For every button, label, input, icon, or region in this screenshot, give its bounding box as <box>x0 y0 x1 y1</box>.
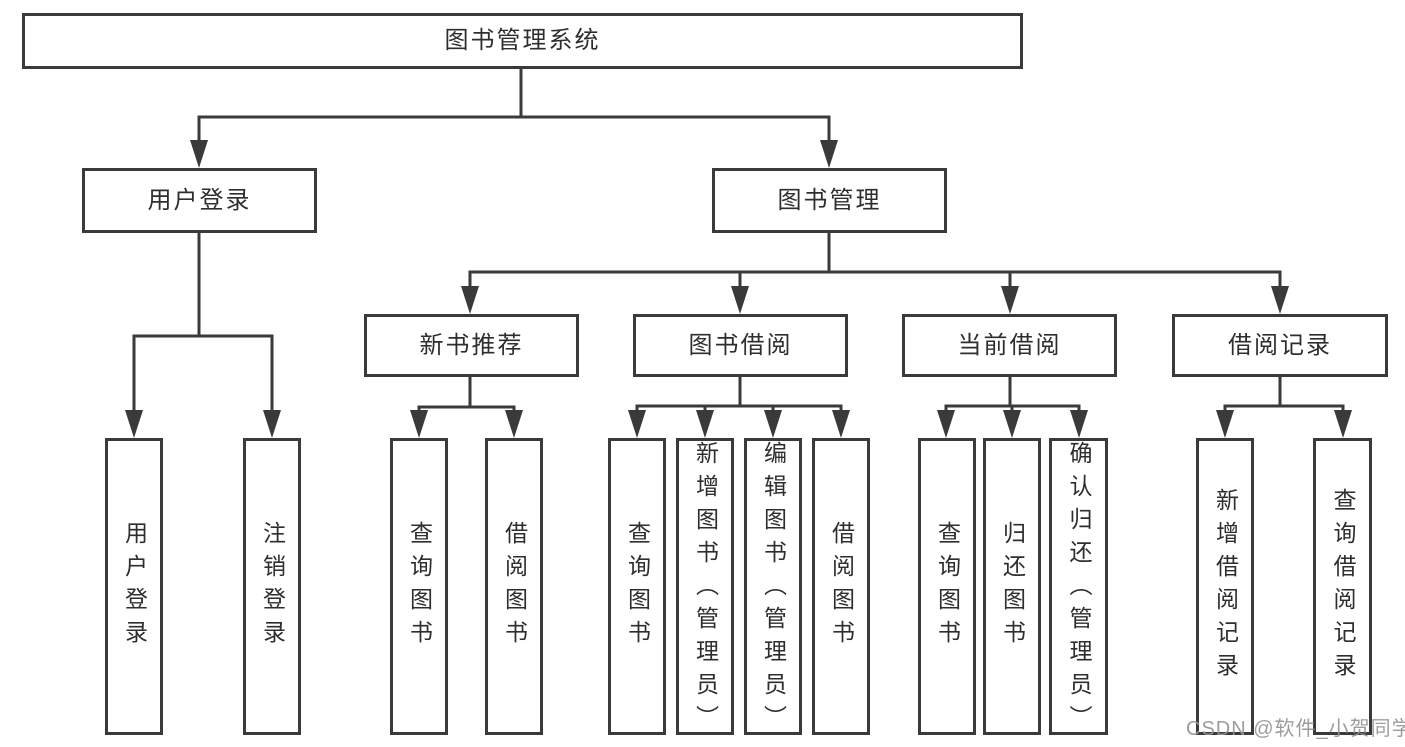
connector-userlogin-to-children <box>132 233 274 414</box>
node-new-book-recommend: 新书推荐 <box>364 314 579 377</box>
leaf-borrow-add-books-admin: 新增图书（管理员） <box>676 438 734 738</box>
arrowhead <box>461 286 479 314</box>
leaf-newbooks-query-books: 查询图书 <box>390 438 448 735</box>
arrowhead <box>125 410 143 438</box>
arrowhead <box>190 140 208 168</box>
connector-records-to-children <box>1223 376 1345 414</box>
arrowhead <box>764 410 782 438</box>
node-book-borrow: 图书借阅 <box>633 314 848 377</box>
leaf-logout: 注销登录 <box>243 438 301 735</box>
node-library-system: 图书管理系统 <box>22 13 1023 69</box>
arrowhead <box>1070 410 1088 438</box>
node-current-borrow: 当前借阅 <box>902 314 1117 377</box>
connector-bookmgmt-to-level3 <box>468 233 1282 292</box>
arrowhead <box>1003 410 1021 438</box>
arrowhead <box>410 410 428 438</box>
arrowhead <box>696 410 714 438</box>
leaf-records-query-record: 查询借阅记录 <box>1313 438 1372 735</box>
leaf-user-login: 用户登录 <box>105 438 163 735</box>
leaf-records-add-record: 新增借阅记录 <box>1196 438 1254 735</box>
arrowhead <box>820 140 838 168</box>
arrowhead <box>731 286 749 314</box>
arrowhead <box>1334 410 1352 438</box>
node-book-management: 图书管理 <box>712 168 947 233</box>
leaf-newbooks-borrow-books: 借阅图书 <box>485 438 543 735</box>
csdn-watermark: CSDN @软件_小贺同学 <box>1186 718 1405 740</box>
leaf-current-return-books: 归还图书 <box>983 438 1041 735</box>
arrowhead <box>1216 410 1234 438</box>
leaf-current-confirm-return-admin: 确认归还（管理员） <box>1049 438 1108 738</box>
leaf-borrow-borrow-books: 借阅图书 <box>812 438 870 735</box>
leaf-current-query-books: 查询图书 <box>918 438 976 735</box>
node-user-login: 用户登录 <box>82 168 317 233</box>
arrowhead <box>628 410 646 438</box>
leaf-borrow-query-books: 查询图书 <box>608 438 666 735</box>
arrowhead <box>832 410 850 438</box>
arrowhead <box>1001 286 1019 314</box>
arrowhead <box>505 410 523 438</box>
leaf-borrow-edit-books-admin: 编辑图书（管理员） <box>744 438 802 738</box>
connector-newbooks-to-children <box>417 376 516 414</box>
connector-root-to-level2 <box>197 69 831 144</box>
connector-bookborrow-to-children <box>635 376 843 414</box>
connector-currentborrow-to-children <box>944 376 1081 414</box>
arrowhead <box>263 410 281 438</box>
node-borrow-records: 借阅记录 <box>1172 314 1388 377</box>
arrowhead <box>1271 286 1289 314</box>
arrowhead <box>937 410 955 438</box>
